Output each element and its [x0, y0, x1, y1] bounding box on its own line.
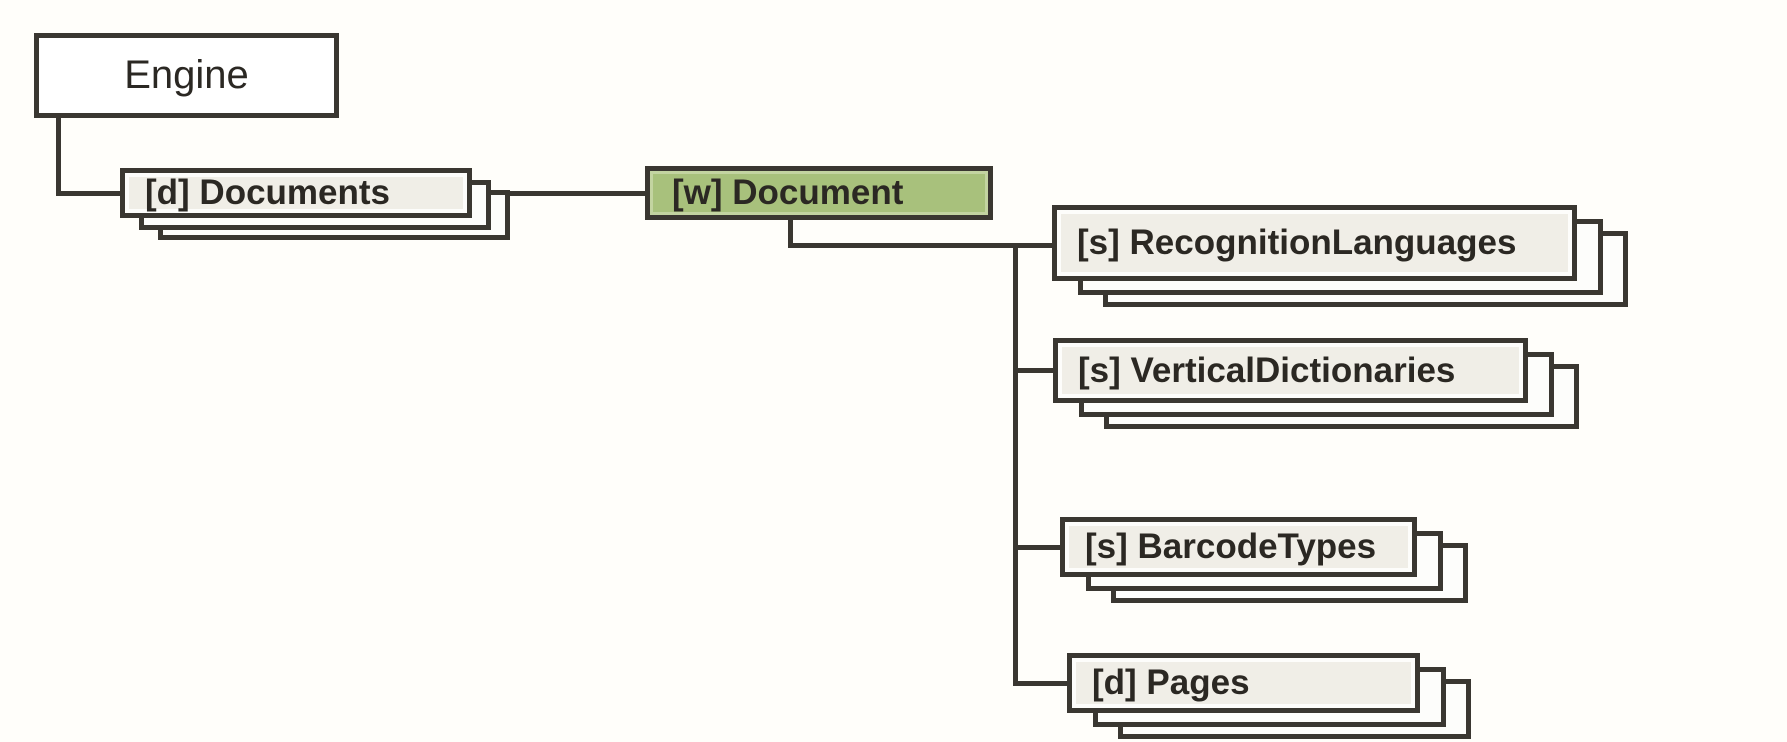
node-document[interactable]: [w] Document — [645, 166, 993, 220]
node-pages-label: [d] Pages — [1092, 663, 1250, 702]
edge-document-recognition-languages — [788, 243, 1055, 248]
edge-document-barcode-types — [1013, 545, 1064, 550]
node-recognition-languages[interactable]: [s] RecognitionLanguages — [1052, 205, 1628, 307]
node-documents-label: [d] Documents — [145, 173, 390, 212]
edge-document-vertical-dictionaries — [1013, 368, 1057, 373]
node-engine[interactable]: Engine — [34, 33, 339, 118]
node-vertical-dictionaries-box[interactable]: [s] VerticalDictionaries — [1053, 338, 1528, 403]
node-barcode-types-label: [s] BarcodeTypes — [1085, 527, 1377, 566]
node-recognition-languages-box[interactable]: [s] RecognitionLanguages — [1052, 205, 1577, 281]
node-engine-label: Engine — [124, 53, 249, 97]
node-vertical-dictionaries-label: [s] VerticalDictionaries — [1078, 350, 1456, 390]
node-pages-box[interactable]: [d] Pages — [1067, 653, 1420, 713]
node-barcode-types-box[interactable]: [s] BarcodeTypes — [1060, 517, 1417, 577]
edge-trunk-vertical — [1013, 243, 1018, 686]
node-vertical-dictionaries[interactable]: [s] VerticalDictionaries — [1053, 338, 1579, 429]
edge-engine-documents-vertical — [56, 116, 61, 196]
edge-engine-documents-horizontal — [56, 191, 124, 196]
node-engine-box[interactable]: Engine — [34, 33, 339, 118]
node-documents-box[interactable]: [d] Documents — [120, 168, 472, 218]
node-document-label: [w] Document — [672, 173, 904, 212]
edge-document-drop — [788, 218, 793, 248]
node-pages[interactable]: [d] Pages — [1067, 653, 1471, 739]
node-recognition-languages-label: [s] RecognitionLanguages — [1077, 223, 1517, 262]
node-barcode-types[interactable]: [s] BarcodeTypes — [1060, 517, 1468, 603]
edge-documents-document — [508, 191, 648, 196]
node-document-box[interactable]: [w] Document — [645, 166, 993, 220]
node-documents[interactable]: [d] Documents — [120, 168, 510, 240]
edge-document-pages — [1013, 681, 1071, 686]
